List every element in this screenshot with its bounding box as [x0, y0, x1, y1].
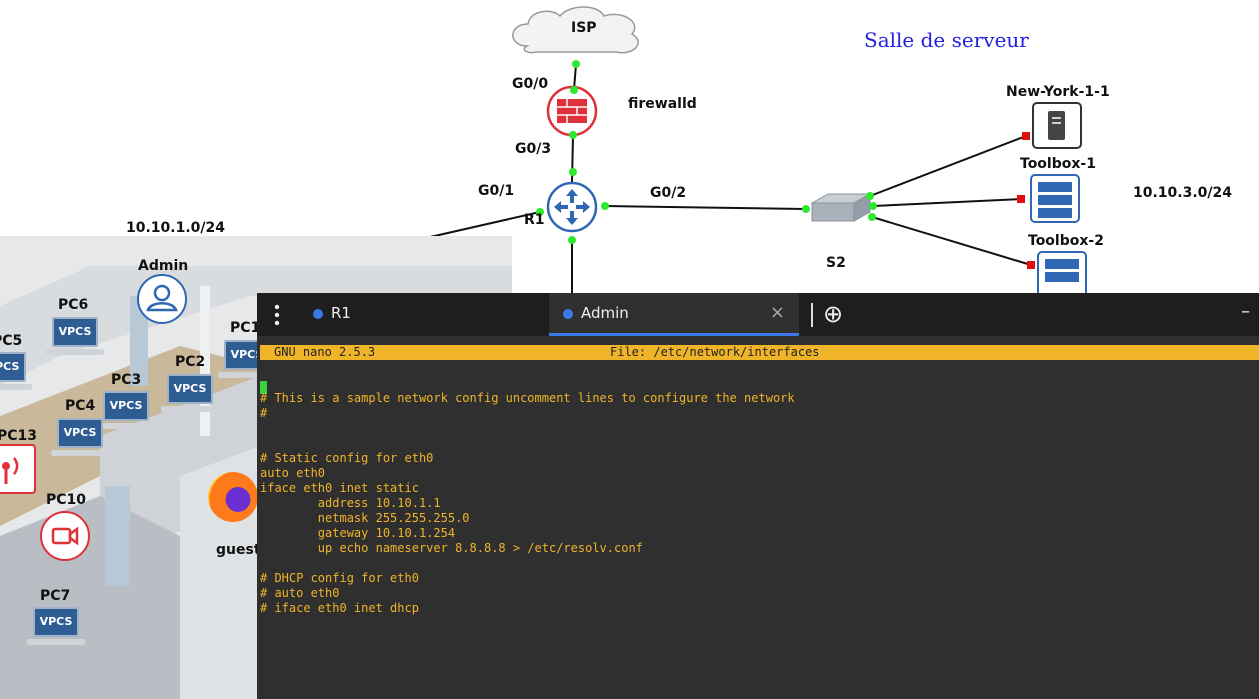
- pc13-label: PC13: [0, 428, 38, 444]
- video-camera-icon: [51, 526, 79, 546]
- router-icon[interactable]: [546, 181, 598, 233]
- pc6-vpcs-icon[interactable]: VPCS: [46, 317, 104, 355]
- add-tab-icon[interactable]: ⊕: [823, 300, 844, 328]
- g03-label: G0/3: [515, 141, 552, 157]
- editor-line: # This is a sample network config uncomm…: [260, 391, 795, 405]
- editor-line: gateway 10.10.1.254: [260, 526, 456, 540]
- pc2-vpcs-icon[interactable]: VPCS: [161, 374, 219, 412]
- admin-label: Admin: [138, 258, 189, 274]
- toolbox-2-icon[interactable]: [1037, 251, 1087, 298]
- editor-line: # Static config for eth0: [260, 451, 434, 465]
- pc3-label: PC3: [111, 372, 142, 388]
- guest-label: guest: [216, 542, 261, 558]
- toolbox-1-label: Toolbox-1: [1020, 156, 1096, 172]
- editor-line: # auto eth0: [260, 586, 340, 600]
- pc4-vpcs-icon[interactable]: VPCS: [51, 418, 109, 456]
- pc2-label: PC2: [175, 354, 206, 370]
- r1-label: R1: [524, 212, 545, 228]
- editor-line: # iface eth0 inet dhcp: [260, 601, 419, 615]
- s2-label: S2: [826, 255, 846, 271]
- server-room-title: Salle de serveur: [864, 28, 1029, 52]
- editor-line: address 10.10.1.1: [260, 496, 441, 510]
- terminal-window[interactable]: R1 Admin × ⊕ – GNU nano 2.5.3 File: /etc…: [257, 293, 1259, 699]
- pc7-vpcs-icon[interactable]: VPCS: [27, 607, 85, 645]
- server-icon[interactable]: [1032, 102, 1082, 149]
- editor-line: auto eth0: [260, 466, 326, 480]
- editor-line: iface eth0 inet static: [260, 481, 419, 495]
- lan-subnet-label: 10.10.1.0/24: [126, 220, 225, 236]
- nano-file: File: /etc/network/interfaces: [610, 345, 820, 359]
- nano-header: GNU nano 2.5.3 File: /etc/network/interf…: [260, 345, 1259, 360]
- admin-user-icon: [146, 284, 178, 312]
- g02-label: G0/2: [650, 185, 687, 201]
- firewall-label: firewalld: [628, 96, 697, 112]
- editor-line: [260, 436, 795, 451]
- antenna-icon: [2, 457, 19, 484]
- pc10-label: PC10: [46, 492, 87, 508]
- server-subnet-label: 10.10.3.0/24: [1133, 185, 1232, 201]
- g00-label: G0/0: [512, 76, 549, 92]
- vertical-dots-icon: [274, 304, 280, 326]
- nano-editor-text[interactable]: # This is a sample network config uncomm…: [260, 376, 795, 616]
- admin-node[interactable]: [137, 274, 187, 324]
- g01-label: G0/1: [478, 183, 515, 199]
- tab-close-icon[interactable]: ×: [769, 302, 785, 323]
- tab-r1-label: R1: [331, 304, 351, 322]
- pc1-label: PC1: [230, 320, 261, 336]
- editor-line: [260, 556, 795, 571]
- pc6-label: PC6: [58, 297, 89, 313]
- minimize-icon[interactable]: –: [1241, 301, 1250, 322]
- toolbox-2-label: Toolbox-2: [1028, 233, 1104, 249]
- terminal-tab-bar: R1 Admin × ⊕ –: [257, 293, 1259, 336]
- editor-line: up echo nameserver 8.8.8.8 > /etc/resolv…: [260, 541, 643, 555]
- floorplan-drawing: [0, 266, 512, 699]
- tab-divider: [811, 303, 813, 327]
- firewall-icon[interactable]: [546, 85, 598, 137]
- tab-admin[interactable]: Admin ×: [549, 293, 799, 336]
- editor-line: [260, 376, 795, 391]
- editor-line: [260, 421, 795, 436]
- editor-line: netmask 255.255.255.0: [260, 511, 470, 525]
- editor-line: #: [260, 406, 268, 420]
- nano-version: GNU nano 2.5.3: [274, 345, 376, 359]
- switch-icon[interactable]: [810, 193, 872, 222]
- tab-admin-label: Admin: [581, 304, 629, 322]
- terminal-menu-button[interactable]: [257, 293, 295, 336]
- pc5-vpcs-icon[interactable]: VPCS: [0, 352, 32, 390]
- editor-line: # DHCP config for eth0: [260, 571, 419, 585]
- isp-cloud-icon[interactable]: [512, 6, 639, 54]
- port-down-markers: [1017, 132, 1035, 269]
- tab-status-dot: [563, 308, 573, 319]
- nano-cursor: [260, 377, 267, 396]
- tab-r1[interactable]: R1: [299, 293, 561, 336]
- pc4-label: PC4: [65, 398, 96, 414]
- server-label: New-York-1-1: [1006, 84, 1110, 100]
- guest-firefox-icon[interactable]: [208, 472, 258, 522]
- tab-status-dot: [313, 308, 323, 319]
- pc5-label: PC5: [0, 333, 23, 349]
- pc7-label: PC7: [40, 588, 71, 604]
- pc10-camera-icon[interactable]: [40, 511, 90, 561]
- pc13-wireless-icon[interactable]: [0, 444, 36, 494]
- toolbox-1-icon[interactable]: [1030, 174, 1080, 223]
- isp-label: ISP: [571, 20, 597, 36]
- pc3-vpcs-icon[interactable]: VPCS: [97, 391, 155, 429]
